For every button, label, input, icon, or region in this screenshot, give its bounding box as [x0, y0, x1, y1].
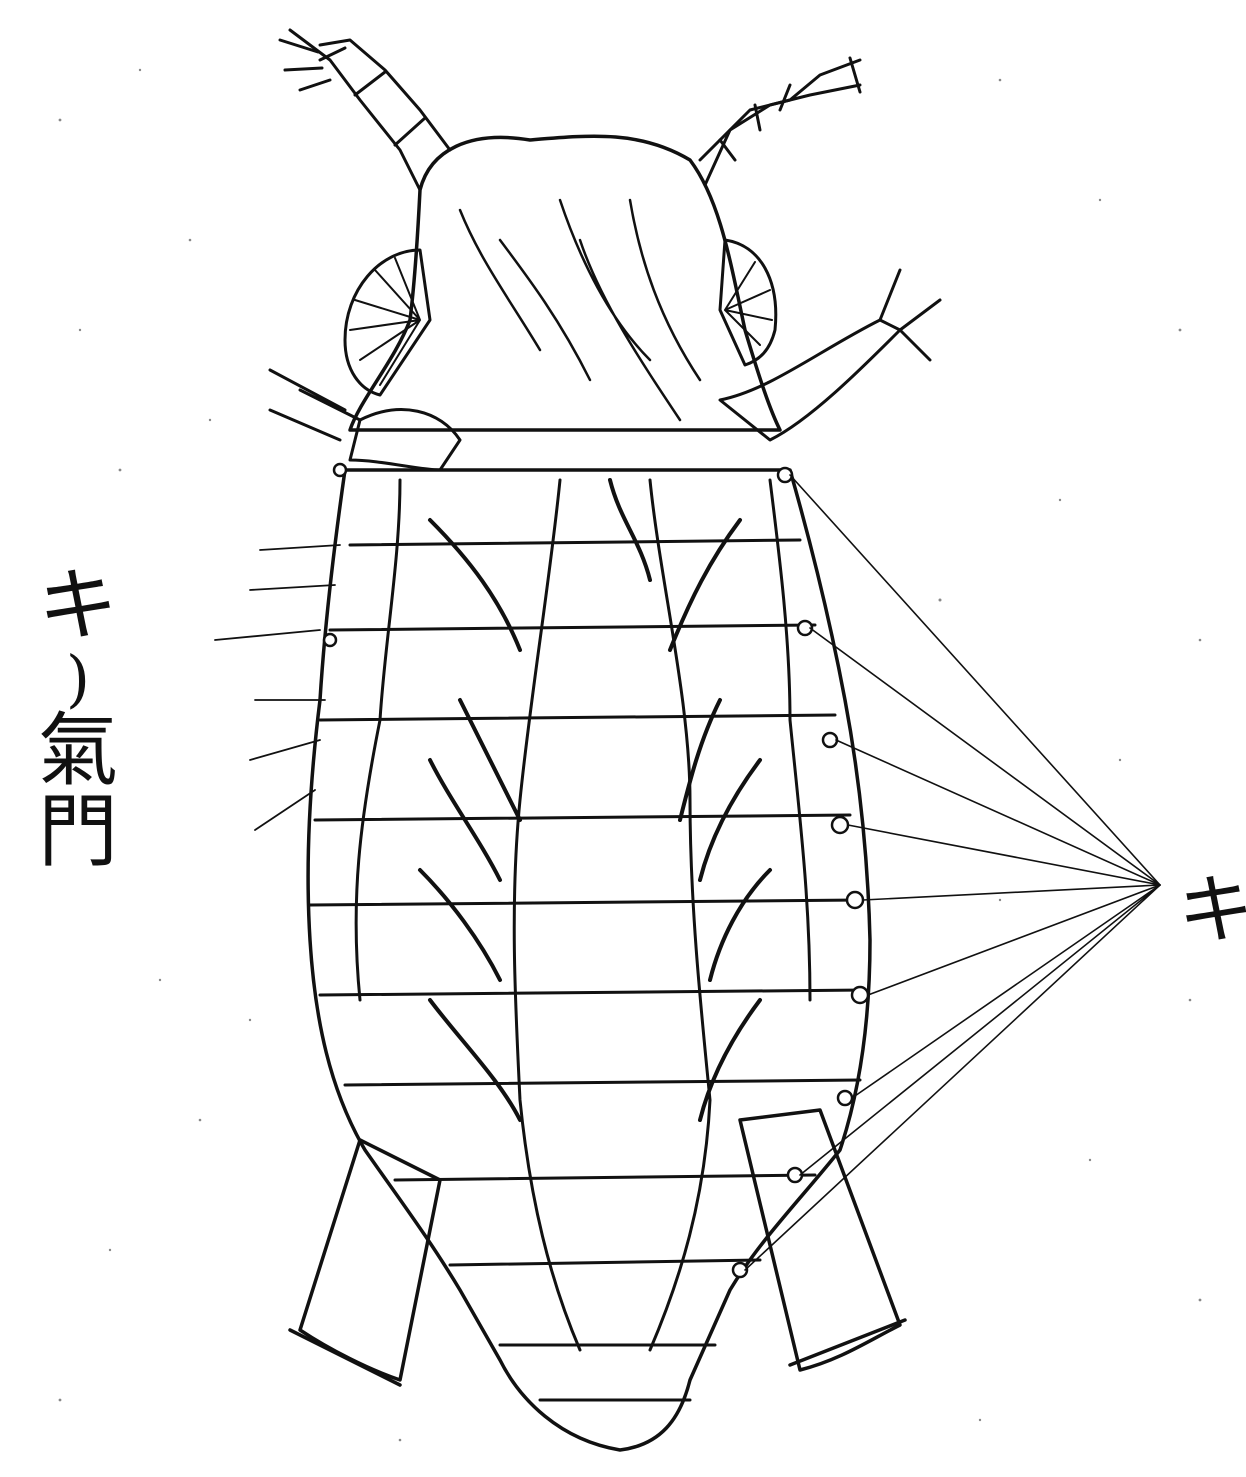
- spiracle: [324, 634, 336, 646]
- spiracle-legend: キ ) 氣門: [38, 565, 118, 873]
- spiracle-leader-lines: [745, 475, 1160, 1270]
- spiracles: [324, 464, 868, 1277]
- spiracle: [847, 892, 863, 908]
- spiracle: [852, 987, 868, 1003]
- legend-term: 氣門: [38, 710, 118, 873]
- segment-lines: [310, 470, 865, 1400]
- eye-left: [345, 250, 430, 395]
- head-inner-lines: [460, 200, 700, 420]
- spiracle: [832, 817, 848, 833]
- antenna-left: [280, 30, 450, 190]
- antenna-right: [700, 58, 860, 185]
- stipple-texture: [59, 69, 1202, 1441]
- spiracle: [334, 464, 346, 476]
- branching-trachea: [420, 480, 770, 1120]
- spiracle-callout-label: キ: [1178, 848, 1246, 958]
- spiracle: [838, 1091, 852, 1105]
- longitudinal-tracheae: [356, 480, 810, 1350]
- legend-paren: ): [38, 647, 118, 710]
- legend-kana: キ: [38, 565, 118, 647]
- spiracle: [823, 733, 837, 747]
